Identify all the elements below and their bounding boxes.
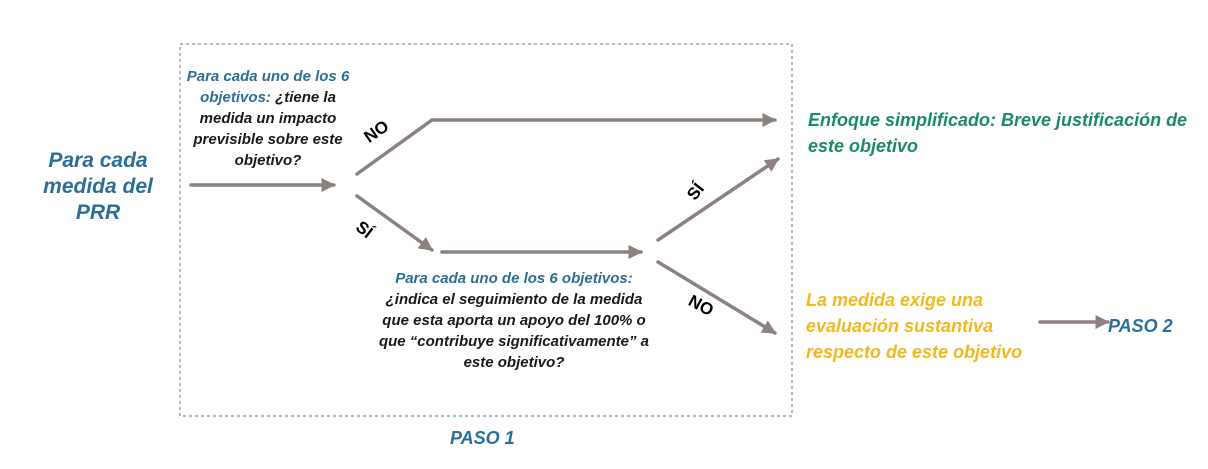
arrow-q1-yes <box>355 194 434 252</box>
step-1-label: PASO 1 <box>450 428 515 448</box>
arrow-q1-no <box>355 113 777 176</box>
question-1-text: ¿tiene la medida un impacto previsible s… <box>193 89 343 169</box>
question-2-text: ¿indica el seguimiento de la medida que … <box>378 291 650 371</box>
outcome-substantive: La medida exige una evaluación sustantiv… <box>806 290 1023 362</box>
question-2: Para cada uno de los 6 objetivos: ¿indic… <box>378 268 650 373</box>
question-1: Para cada uno de los 6 objetivos: ¿tiene… <box>182 66 354 171</box>
step-2-label: PASO 2 <box>1108 316 1173 336</box>
start-label: Para cada medida del PRR <box>43 149 153 224</box>
question-2-lead: Para cada uno de los 6 objetivos: <box>395 270 633 287</box>
arrow-q2-yes <box>656 157 780 242</box>
outcome-simplified: Enfoque simplificado: Breve justificació… <box>808 110 1188 156</box>
arrow-q2-no <box>656 260 777 335</box>
step-1-frame <box>179 43 793 417</box>
question-1-lead: Para cada uno de los 6 objetivos: <box>186 68 350 106</box>
